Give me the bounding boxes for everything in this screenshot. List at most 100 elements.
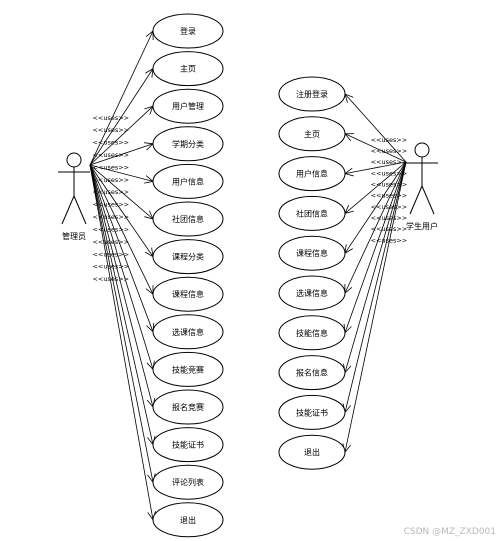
admin-use-case-label: 学期分类 [172, 139, 204, 149]
admin-uses-label: <<uses>> [92, 238, 129, 246]
student-association [344, 161, 407, 333]
admin-actor: 管理员 [58, 152, 90, 241]
stereotype-labels: <<uses>> <<uses>> <<uses>> <<uses>> <<uses>>… [92, 114, 407, 283]
admin-use-case [152, 389, 224, 425]
admin-uses-label: <<uses>> [92, 163, 129, 171]
admin-use-case [152, 502, 224, 538]
student-uses-label: <<uses>> [371, 181, 408, 189]
student-use-case [278, 394, 346, 430]
student-uses-label: <<uses>> [371, 192, 408, 200]
admin-association [89, 68, 154, 166]
admin-use-case-label: 评论列表 [172, 477, 204, 487]
student-use-case-label: 选课信息 [296, 288, 328, 298]
student-actor-left-leg [409, 185, 423, 215]
admin-use-case [152, 13, 224, 49]
admin-uses-label: <<uses>> [92, 126, 129, 134]
student-use-case-label: 技能信息 [296, 328, 328, 338]
student-actor-right-leg [421, 185, 435, 215]
student-association [344, 161, 407, 294]
student-uses-label: <<uses>> [371, 225, 408, 233]
student-association [344, 161, 407, 214]
admin-association [89, 164, 154, 445]
admin-use-case [152, 163, 224, 199]
admin-association [89, 164, 154, 520]
admin-uses-label: <<uses>> [92, 139, 129, 147]
student-use-case [278, 76, 346, 112]
student-use-case [278, 116, 346, 152]
student-association [344, 133, 407, 163]
admin-actor-left-leg [61, 195, 75, 225]
admin-actor-right-leg [73, 195, 87, 225]
admin-actor-head [66, 152, 82, 168]
admin-association [89, 164, 154, 332]
admin-association [89, 164, 154, 483]
student-use-case [278, 235, 346, 271]
student-uses-label: <<uses>> [371, 158, 408, 166]
admin-use-case [152, 239, 224, 275]
admin-use-case [152, 51, 224, 87]
admin-use-case [152, 201, 224, 237]
admin-use-case [152, 276, 224, 312]
student-actor-head [414, 142, 430, 158]
student-uses-label: <<uses>> [371, 169, 408, 177]
student-use-case [278, 195, 346, 231]
admin-uses-label: <<uses>> [92, 213, 129, 221]
student-uses-label: <<uses>> [371, 203, 408, 211]
student-use-case-label: 主页 [304, 129, 320, 139]
admin-use-case-label: 技能竞赛 [172, 364, 204, 374]
student-uses-label: <<uses>> [371, 136, 408, 144]
admin-use-case [152, 126, 224, 162]
student-uses-label: <<uses>> [371, 236, 408, 244]
admin-association [89, 164, 154, 220]
admin-association [89, 164, 154, 408]
student-uses-label: <<uses>> [371, 214, 408, 222]
student-use-case-label: 报名信息 [296, 368, 328, 378]
watermark: CSDN @MZ_ZXD001 [403, 527, 496, 537]
admin-uses-label: <<uses>> [92, 225, 129, 233]
student-use-case-label: 技能证书 [296, 407, 328, 417]
admin-uses-label: <<uses>> [92, 188, 129, 196]
admin-association [89, 164, 154, 295]
student-association [344, 161, 407, 254]
admin-use-case [152, 314, 224, 350]
admin-association [89, 164, 154, 182]
student-association [344, 161, 407, 413]
admin-use-case-label: 主页 [180, 64, 196, 74]
student-use-case [278, 156, 346, 192]
student-use-case-label: 注册登录 [296, 89, 328, 99]
admin-uses-label: <<uses>> [92, 275, 129, 283]
student-association [344, 161, 407, 453]
admin-uses-label: <<uses>> [92, 263, 129, 271]
student-uses-label: <<uses>> [371, 147, 408, 155]
admin-uses-label: <<uses>> [92, 176, 129, 184]
admin-uses-label: <<uses>> [92, 201, 129, 209]
student-use-case-label: 课程信息 [296, 248, 328, 258]
admin-use-case [152, 427, 224, 463]
admin-use-case-label: 用户管理 [172, 101, 204, 111]
admin-use-case-label: 报名竞赛 [172, 402, 204, 412]
student-use-case [278, 275, 346, 311]
associations [89, 30, 407, 521]
admin-uses-label: <<uses>> [92, 250, 129, 258]
admin-uses-label: <<uses>> [92, 114, 129, 122]
admin-association [89, 30, 154, 166]
student-actor-label: 学生用户 [406, 221, 438, 231]
student-association [344, 161, 407, 373]
admin-uses-label: <<uses>> [92, 151, 129, 159]
student-use-case-label: 用户信息 [296, 169, 328, 179]
admin-use-case [152, 464, 224, 500]
admin-use-case-label: 社团信息 [172, 214, 204, 224]
admin-use-case-label: 技能证书 [172, 440, 204, 450]
admin-use-case-label: 课程分类 [172, 252, 204, 262]
student-use-case-label: 社团信息 [296, 208, 328, 218]
admin-use-case [152, 88, 224, 124]
admin-use-case-label: 课程信息 [172, 289, 204, 299]
admin-use-case-label: 选课信息 [172, 327, 204, 337]
admin-association [89, 105, 154, 166]
student-actor: 学生用户 [406, 142, 438, 231]
admin-use-case-label: 用户信息 [172, 176, 204, 186]
admin-actor-label: 管理员 [62, 231, 86, 241]
use-cases: 登录主页用户管理学期分类用户信息社团信息课程分类课程信息选课信息技能竞赛报名竞赛… [152, 13, 346, 538]
admin-association [89, 164, 154, 370]
